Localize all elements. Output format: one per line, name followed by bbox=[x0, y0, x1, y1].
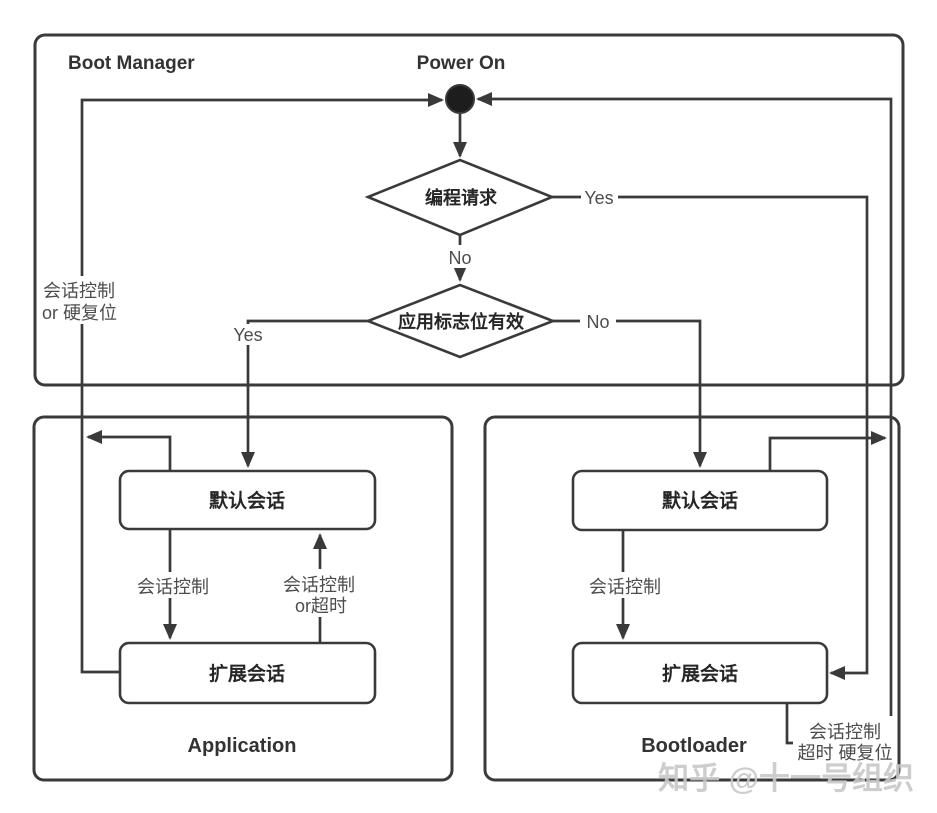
application-title: Application bbox=[188, 735, 297, 757]
edge-label-app-up-line2: or超时 bbox=[295, 596, 347, 616]
boot-default-session-box bbox=[571, 469, 829, 532]
label-bg bbox=[580, 309, 616, 332]
edge-label-no-2: No bbox=[586, 312, 609, 332]
edge-label-boot-return-line1: 会话控制 bbox=[809, 722, 881, 742]
label-bg bbox=[230, 324, 266, 345]
zhihu-watermark: 知乎 @十一号组织 bbox=[658, 761, 914, 796]
label-bg bbox=[39, 276, 125, 324]
edge-programming-request-yes-to-boot-extended bbox=[552, 195, 869, 680]
label-bg bbox=[134, 572, 212, 598]
app-extended-session-label: 扩展会话 bbox=[209, 662, 285, 685]
boot-manager-title: Boot Manager bbox=[68, 53, 195, 74]
edge-label-boot-session-control: 会话控制 bbox=[589, 577, 661, 597]
label-bg bbox=[793, 716, 895, 764]
edge-label-app-up-line1: 会话控制 bbox=[283, 575, 355, 595]
app-extended-session-box bbox=[118, 641, 377, 705]
app-default-session-label: 默认会话 bbox=[209, 489, 285, 512]
bootloader-title: Bootloader bbox=[641, 735, 747, 757]
boot-extended-session-box bbox=[571, 641, 829, 705]
boot-extended-session-label: 扩展会话 bbox=[662, 662, 738, 685]
boot-default-session-label: 默认会话 bbox=[662, 489, 738, 512]
edge-app-flag-yes-to-app-default bbox=[241, 319, 368, 468]
edge-label-no-1: No bbox=[448, 248, 471, 268]
decision-programming-request-label: 编程请求 bbox=[425, 187, 498, 208]
edge-boot-default-merge-to-return-line bbox=[768, 431, 887, 471]
decision-app-flag-valid bbox=[364, 283, 557, 359]
edge-label-app-session-control: 会话控制 bbox=[137, 577, 209, 597]
edge-label-left-return-line1: 会话控制 bbox=[43, 281, 115, 301]
power-on-initial-state-dot bbox=[445, 84, 475, 114]
edge-label-boot-return-line2: 超时 硬复位 bbox=[797, 743, 892, 763]
edge-label-yes-1: Yes bbox=[584, 188, 613, 208]
edge-app-default-merge-to-return-line bbox=[86, 430, 172, 471]
label-bg bbox=[586, 572, 664, 598]
power-on-label: Power On bbox=[417, 53, 506, 74]
label-bg bbox=[443, 245, 477, 268]
label-bg bbox=[279, 569, 359, 617]
decision-programming-request bbox=[364, 158, 556, 237]
edge-label-left-return-line2: or 硬复位 bbox=[42, 303, 117, 323]
label-bg bbox=[581, 187, 618, 209]
app-default-session-box bbox=[118, 469, 377, 531]
edge-app-extended-to-power-on bbox=[80, 93, 444, 674]
edge-label-yes-2: Yes bbox=[233, 325, 262, 345]
decision-app-flag-valid-label: 应用标志位有效 bbox=[398, 311, 525, 332]
